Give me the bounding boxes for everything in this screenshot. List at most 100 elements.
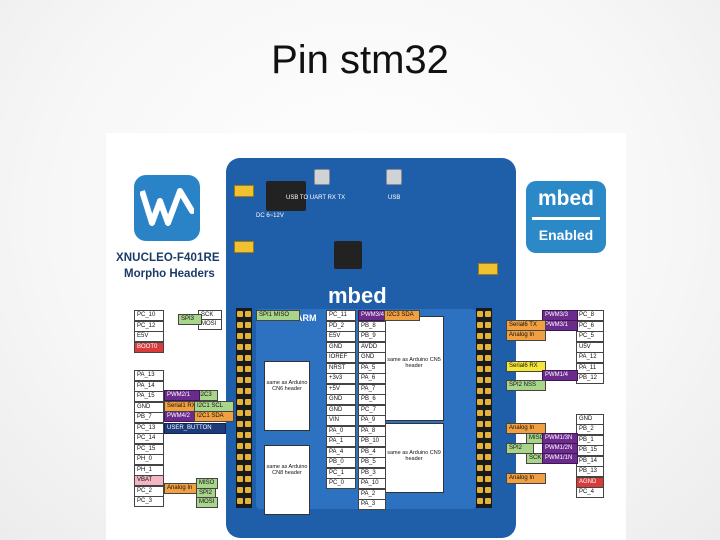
header-pin: [477, 388, 483, 394]
header-pin: [477, 498, 483, 504]
header-pin: [485, 311, 491, 317]
pin-label-center-left: GND: [326, 394, 356, 405]
function-tag-left: USER_BUTTON: [164, 423, 226, 434]
pin-label-right: PB_2: [576, 424, 604, 435]
pin-label-left: BOOT0: [134, 341, 164, 353]
header-pin: [477, 476, 483, 482]
jumper: [478, 263, 498, 275]
pin-label-left: PA_14: [134, 380, 164, 392]
pin-label-center-right: PA_3: [358, 499, 386, 510]
header-pin: [245, 311, 251, 317]
pin-label-right: AGND: [576, 476, 604, 488]
pin-label-center-right: PB_8: [358, 320, 386, 332]
function-tag-right: PWM1/4: [542, 370, 578, 381]
pin-label-left: PH_0: [134, 454, 164, 465]
header-pin: [237, 454, 243, 460]
pin-label-left: PC_10: [134, 310, 164, 321]
header-pin: [477, 432, 483, 438]
pin-label-center-right: PC_7: [358, 404, 386, 416]
pin-label-right: PC_4: [576, 487, 604, 498]
header-pin: [477, 355, 483, 361]
pin-label-left: PC_2: [134, 485, 164, 497]
header-pin: [485, 366, 491, 372]
function-tag-right: PWM3/1: [542, 320, 578, 331]
header-pin: [485, 322, 491, 328]
pin-label-left: PH_1: [134, 464, 164, 476]
pin-label-center-left: NRST: [326, 362, 356, 374]
cn9-box: same as Arduino CN9 header: [384, 423, 444, 493]
board-mbed-text: mbed: [328, 283, 387, 308]
header-pin: [485, 432, 491, 438]
header-pin: [477, 465, 483, 471]
pin-label-center-right: PA_8: [358, 425, 386, 437]
usb-port: [386, 169, 402, 185]
pin-label-left: PC_12: [134, 320, 164, 332]
pin-label-center-left: PA_0: [326, 425, 356, 437]
header-pin: [485, 399, 491, 405]
pin-label-right: PC_6: [576, 320, 604, 332]
pin-label-left: PC_13: [134, 422, 164, 434]
header-pin: [485, 454, 491, 460]
header-pin: [477, 344, 483, 350]
pin-label-center-left: GND: [326, 341, 356, 353]
pin-label-center-left: GND: [326, 404, 356, 416]
function-tag-left: PWM2/1: [164, 390, 200, 401]
pin-label-center-right: PA_6: [358, 373, 386, 384]
pin-label-right: PB_15: [576, 445, 604, 456]
mbed-logo-text: mbed: [537, 187, 594, 210]
pin-label-center-left: PA_1: [326, 436, 356, 447]
header-pin: [477, 399, 483, 405]
slide-title: Pin stm32: [271, 38, 449, 82]
header-pin: [237, 388, 243, 394]
header-pin: [245, 454, 251, 460]
header-pin: [237, 366, 243, 372]
pin-label-right: U5V: [576, 341, 604, 353]
header-pin: [485, 498, 491, 504]
pin-label-center-right: PA_7: [358, 383, 386, 395]
pin-label-left: VBAT: [134, 475, 164, 486]
header-pin: [237, 443, 243, 449]
pin-label-right: PC_5: [576, 331, 604, 342]
header-pin: [237, 333, 243, 339]
mbed-logo-divider: [532, 217, 600, 220]
jumper: [234, 185, 254, 197]
header-pin: [237, 476, 243, 482]
function-tag-top: I2C3 SDA: [384, 310, 420, 321]
header-pin: [245, 344, 251, 350]
header-pin: [245, 465, 251, 471]
pin-label-center-left: PC_0: [326, 478, 356, 489]
board-photo: XNUCLEO-F401RE Morpho Headers mbed Enabl…: [106, 133, 626, 540]
header-pin: [245, 399, 251, 405]
pin-label-center-right: PA_2: [358, 488, 386, 500]
header-pin: [237, 355, 243, 361]
function-tag-right: Analog In: [506, 330, 546, 341]
pin-label-center-right: PA_5: [358, 362, 386, 374]
header-pin: [245, 322, 251, 328]
header-pin: [245, 366, 251, 372]
header-pin: [477, 333, 483, 339]
function-tag-right: Serial6 RX: [506, 361, 546, 372]
function-tag-left: MISO: [196, 478, 218, 489]
pin-label-center-left: PD_2: [326, 320, 356, 332]
pin-label-right: PC_8: [576, 310, 604, 321]
pin-label-right: PA_11: [576, 362, 604, 374]
header-pin: [477, 487, 483, 493]
pin-label-left: PA_15: [134, 391, 164, 402]
pin-label-left: E5V: [134, 331, 164, 342]
header-pin: [237, 410, 243, 416]
usb-port: [314, 169, 330, 185]
header-pin: [237, 432, 243, 438]
pin-label-center-left: PC_1: [326, 467, 356, 479]
function-tag-left: I2C1 SCL: [194, 401, 234, 412]
mbed-enabled-logo: mbed Enabled: [526, 181, 606, 253]
pin-label-center-left: +5V: [326, 383, 356, 395]
header-pin: [485, 333, 491, 339]
header-pin: [237, 322, 243, 328]
header-pin: [245, 421, 251, 427]
pin-label-right: PB_13: [576, 466, 604, 477]
header-pin: [237, 344, 243, 350]
pin-label-center-right: PB_6: [358, 394, 386, 405]
pin-label-left: PC_15: [134, 443, 164, 455]
pin-label-center-left: IOREF: [326, 352, 356, 363]
function-tag-right: SPI2: [506, 443, 534, 454]
